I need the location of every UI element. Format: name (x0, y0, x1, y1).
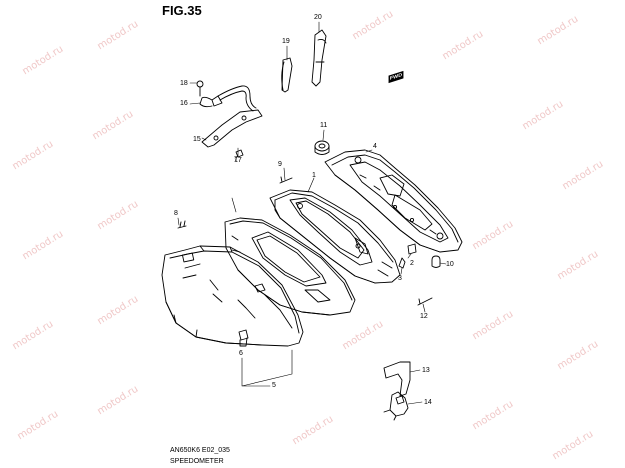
leader-lines (177, 21, 447, 405)
part-label-8[interactable]: 8 (174, 210, 178, 217)
figure-code: AN650K6 E02_035 (170, 447, 230, 454)
part-label-14[interactable]: 14 (424, 399, 432, 406)
figure-title: FIG.35 (162, 3, 202, 18)
part-label-7[interactable]: 7 (234, 156, 238, 163)
part-label-17[interactable]: 17 (234, 157, 242, 164)
part-label-11[interactable]: 11 (320, 122, 328, 129)
part-label-18[interactable]: 18 (180, 80, 188, 87)
meter-housing-part (269, 189, 401, 284)
part-label-13[interactable]: 13 (422, 367, 430, 374)
stay-clamp-part (311, 29, 327, 87)
part-label-9[interactable]: 9 (278, 161, 282, 168)
figure-name: SPEEDOMETER (170, 458, 224, 465)
rear-cover-part (324, 149, 463, 253)
grommet-part (314, 140, 330, 155)
part-label-19[interactable]: 19 (282, 38, 290, 45)
lower-case-part (161, 245, 304, 347)
screw-parts (177, 176, 433, 306)
part-label-5[interactable]: 5 (272, 382, 276, 389)
part-label-12[interactable]: 12 (420, 313, 428, 320)
part-label-10[interactable]: 10 (446, 261, 454, 268)
sensor-bracket-part (196, 80, 263, 158)
bracket-coupler-part (383, 361, 411, 421)
small-fastener-parts (398, 243, 441, 269)
part-label-2[interactable]: 2 (410, 260, 414, 267)
middle-case-part (224, 217, 356, 316)
part-label-6[interactable]: 6 (239, 350, 243, 357)
part-label-20[interactable]: 20 (314, 14, 322, 21)
part-label-16[interactable]: 16 (180, 100, 188, 107)
bulb-socket-part (238, 329, 249, 347)
part-label-1[interactable]: 1 (312, 172, 316, 179)
part-label-3[interactable]: 3 (398, 275, 402, 282)
part-label-4[interactable]: 4 (373, 143, 377, 150)
cable-clamp-part (281, 57, 293, 93)
part-label-15[interactable]: 15 (193, 136, 201, 143)
